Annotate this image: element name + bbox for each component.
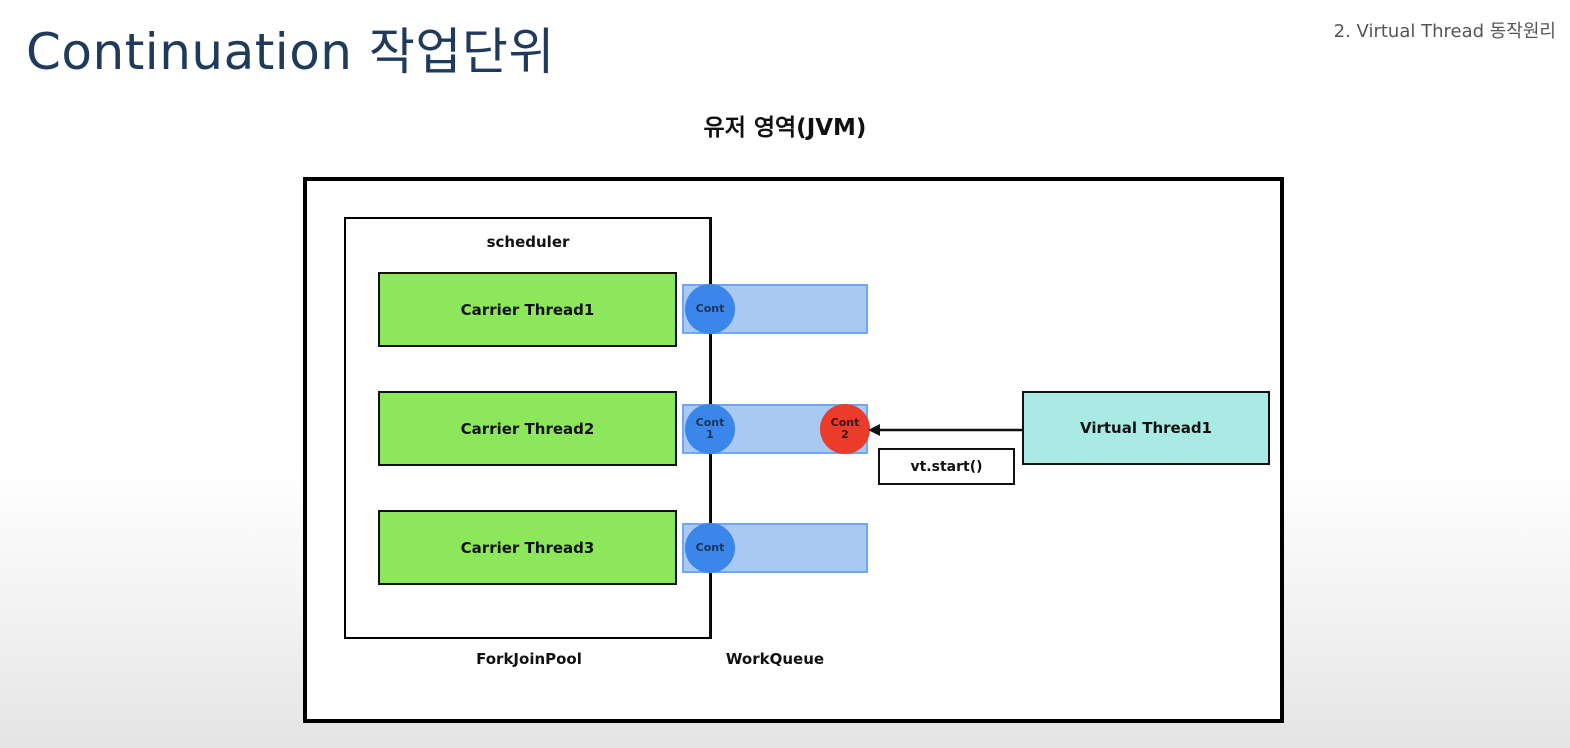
continuation-number: 2: [841, 428, 849, 441]
section-label: 2. Virtual Thread 동작원리: [1333, 21, 1556, 42]
carrier-thread-1: Carrier Thread1: [378, 272, 677, 347]
continuation-node: Cont: [685, 523, 735, 573]
slide-title: Continuation 작업단위: [26, 23, 555, 81]
continuation-node: Cont: [685, 284, 735, 334]
continuation-label: Cont: [695, 415, 725, 429]
forkjoinpool-label: ForkJoinPool: [476, 650, 582, 668]
workqueue-label: WorkQueue: [725, 650, 825, 668]
virtual-thread-1: Virtual Thread1: [1022, 391, 1270, 465]
vt-start-label: vt.start(): [878, 448, 1015, 485]
diagram-title: 유저 영역(JVM): [703, 115, 867, 141]
continuation-label: Cont: [695, 540, 725, 554]
carrier-thread-3: Carrier Thread3: [378, 510, 677, 585]
continuation-node-1: Cont 1: [685, 404, 735, 454]
carrier-thread-2: Carrier Thread2: [378, 391, 677, 466]
continuation-number: 1: [706, 428, 714, 441]
continuation-label: Cont: [695, 301, 725, 315]
continuation-node-2: Cont 2: [820, 404, 870, 454]
scheduler-label: scheduler: [486, 233, 570, 251]
enqueue-arrow: [868, 424, 1022, 436]
continuation-label: Cont: [830, 415, 860, 429]
